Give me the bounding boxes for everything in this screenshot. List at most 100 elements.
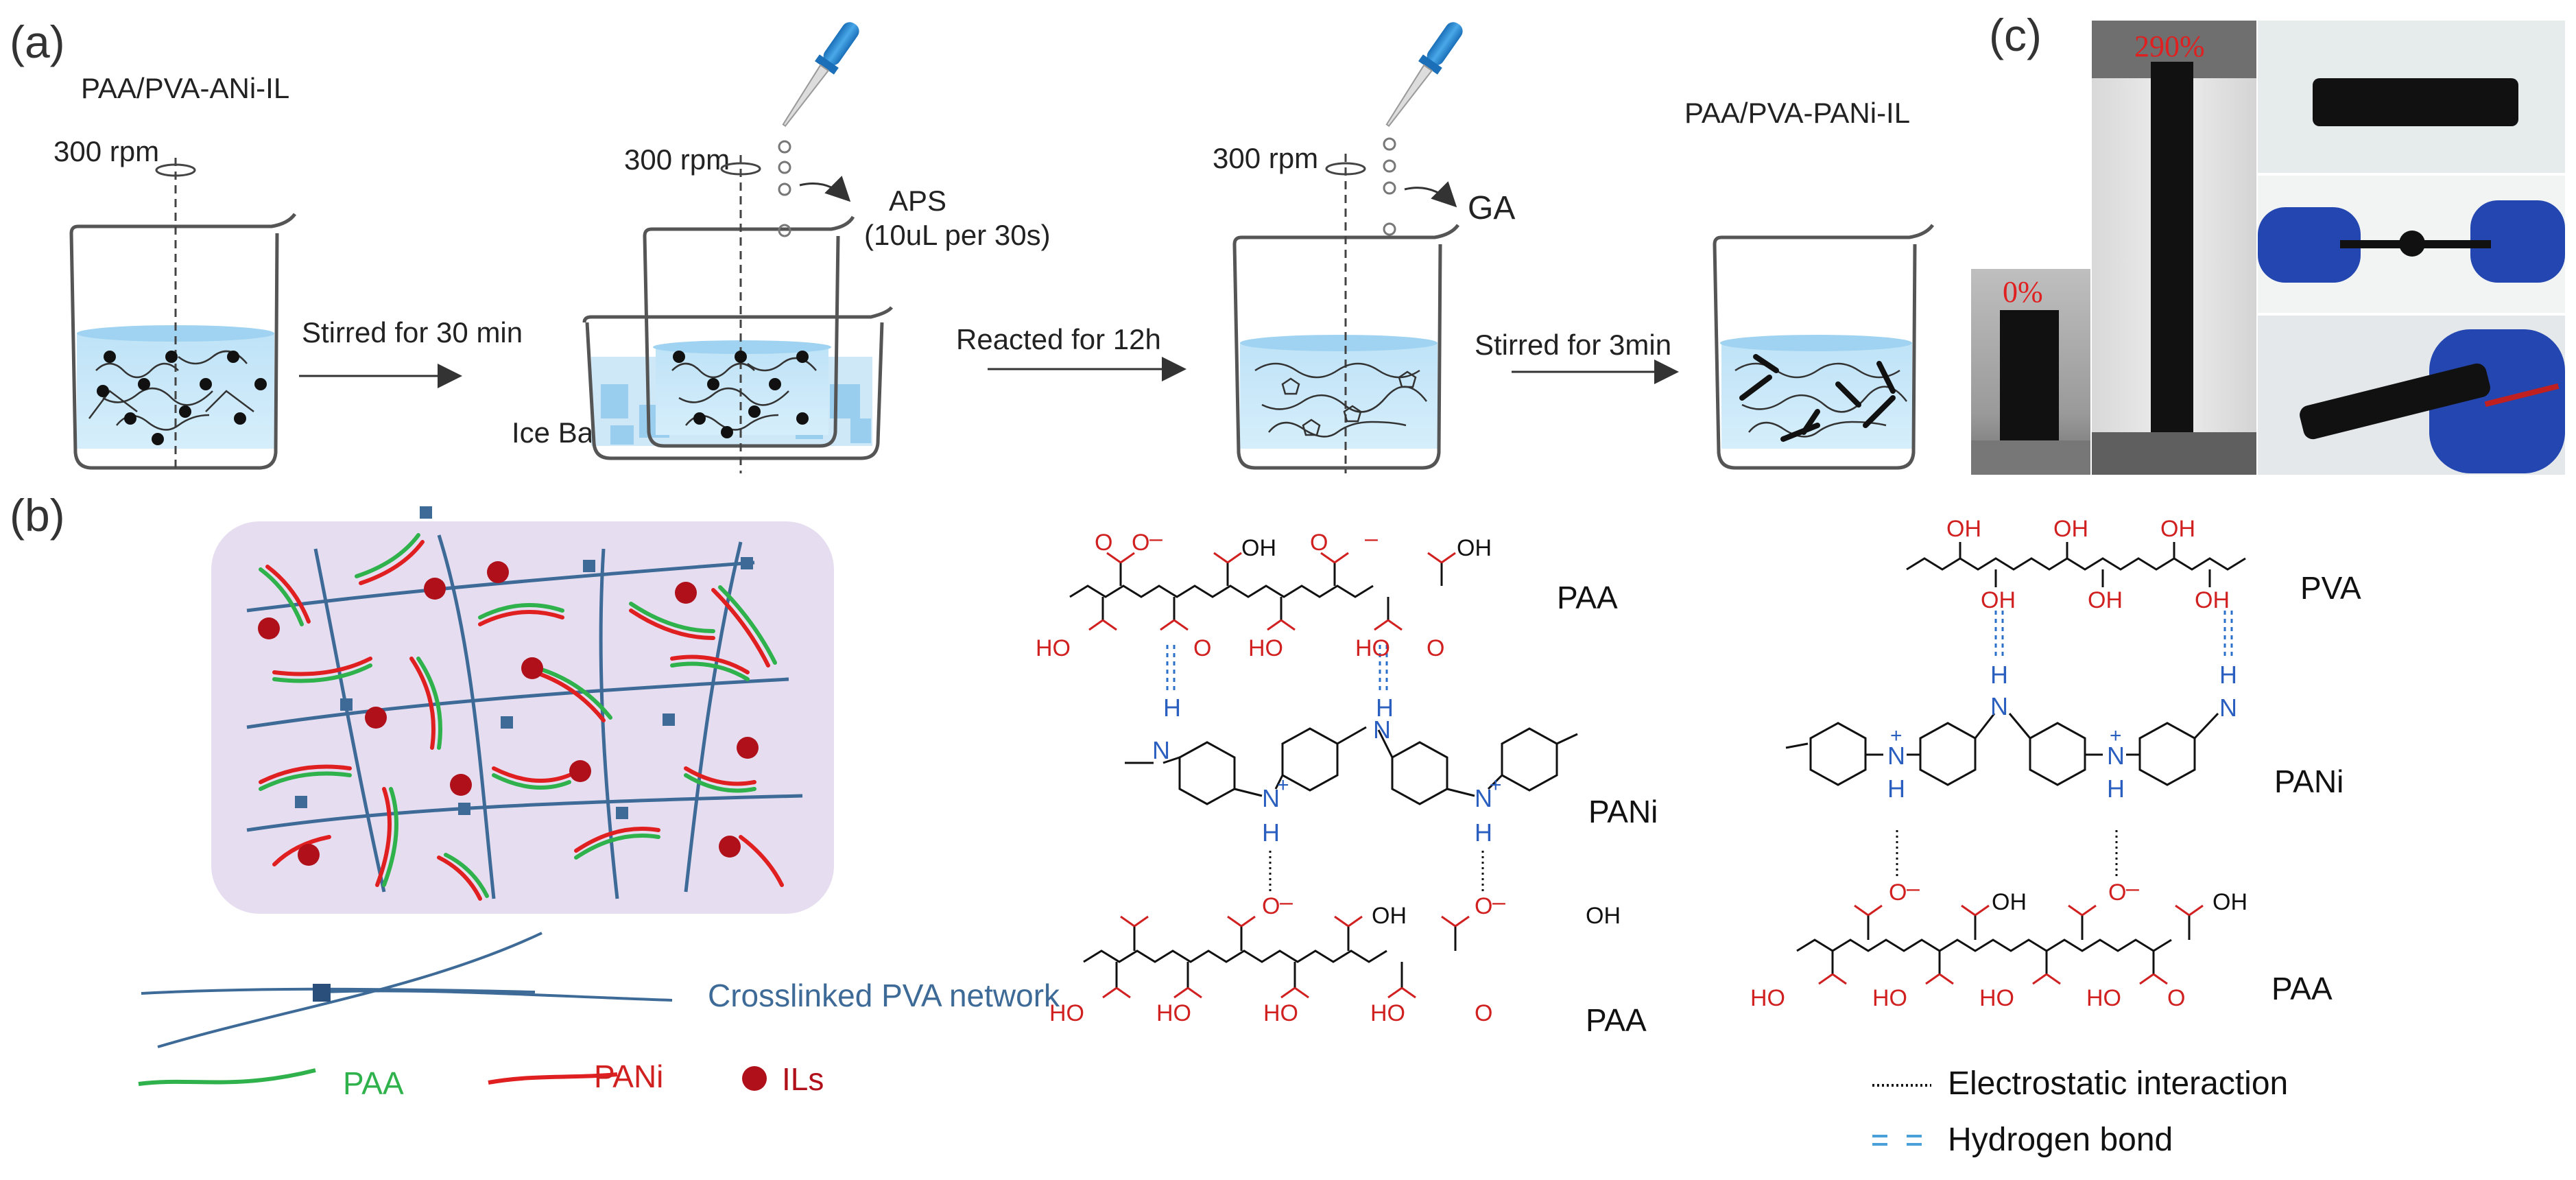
s1-top-oh1: OH (1241, 535, 1276, 561)
s1-label-top: PAA (1557, 580, 1618, 615)
s1-top-o3: O (1310, 530, 1328, 556)
s2-bot-ho1: HO (1750, 985, 1785, 1011)
s2-oh5: OH (2088, 587, 2123, 613)
panel-label-b: (b) (10, 490, 65, 541)
synthesis-scheme (69, 22, 1935, 473)
s2-h1: H (1990, 661, 2008, 689)
rpm-label-2: 300 rpm (624, 143, 730, 176)
s2-n3: N (1887, 742, 1905, 770)
s1-bot-o2: O (1475, 893, 1493, 919)
panel-label-c: (c) (1989, 10, 2042, 60)
legend-ils: ILs (782, 1061, 824, 1097)
key-hydrogen-bond: Hydrogen bond (1948, 1122, 2173, 1158)
s2-oh6: OH (2195, 587, 2230, 613)
s1-n4: N (1475, 784, 1492, 812)
s1-label-bottom: PAA (1586, 1002, 1647, 1038)
photo-knotted-gel (2258, 176, 2565, 313)
s2-label-bottom: PAA (2271, 971, 2333, 1006)
s1-bot-ho2: HO (1156, 1000, 1191, 1026)
rpm-label-3: 300 rpm (1213, 142, 1319, 174)
s1-h3: H (1262, 818, 1280, 847)
step3-label: Stirred for 3min (1475, 329, 1672, 361)
s2-h4: H (2107, 775, 2125, 803)
panel-label-a: (a) (10, 16, 65, 67)
s1-top-o5: O (1427, 635, 1445, 661)
beaker-2-ice-bath (582, 22, 893, 473)
s2-bot-ho4: HO (2086, 985, 2121, 1011)
s2-bot-minus2: – (2126, 875, 2139, 901)
s1-n2: N (1373, 716, 1391, 744)
s2-h2: H (2219, 661, 2237, 689)
s1-bot-minus2: – (1492, 889, 1505, 915)
s2-bot-o1: O (1889, 880, 1907, 906)
s1-plus1: + (1277, 774, 1289, 796)
s1-n1: N (1152, 736, 1170, 764)
aps-rate-label: (10uL per 30s) (864, 219, 1051, 251)
structure-2 (1785, 542, 2246, 985)
s1-top-o1: O (1095, 530, 1113, 556)
aps-label: APS (889, 185, 947, 217)
strain-290-label: 290% (2134, 30, 2205, 63)
s2-plus1: + (1890, 724, 1903, 747)
s1-top-ho1: HO (1036, 635, 1071, 661)
s1-h4: H (1475, 818, 1492, 847)
s2-oh3: OH (2160, 516, 2195, 542)
s2-bot-o2: O (2108, 880, 2127, 906)
legend (138, 932, 767, 1091)
s1-top-o4: O (1193, 635, 1212, 661)
legend-paa: PAA (343, 1065, 404, 1101)
photo-strain-0 (1971, 269, 2090, 475)
s2-plus2: + (2110, 724, 2122, 747)
s1-top-o2: O (1132, 530, 1150, 556)
ga-label: GA (1468, 190, 1516, 226)
s2-bot-oh1: OH (1992, 889, 2027, 915)
s1-top-minus1: – (1149, 526, 1162, 552)
beaker-3 (1232, 22, 1463, 473)
s1-bot-ho1: HO (1049, 1000, 1084, 1026)
s1-top-ho3: HO (1355, 635, 1390, 661)
hbond-key-line (1872, 1135, 1922, 1146)
s2-oh4: OH (1981, 587, 2016, 613)
beaker-1 (69, 158, 297, 473)
photo-hydrogel-strip (2258, 21, 2565, 173)
legend-pani: PANi (594, 1059, 664, 1094)
s2-n1: N (1990, 692, 2008, 720)
step1-label: Stirred for 30 min (302, 316, 523, 349)
s1-bot-ho3: HO (1263, 1000, 1298, 1026)
s2-oh1: OH (1946, 516, 1981, 542)
s1-bot-minus1: – (1280, 889, 1293, 915)
s2-label-top: PVA (2300, 570, 2361, 606)
key-electrostatic: Electrostatic interaction (1948, 1065, 2289, 1102)
s2-oh2: OH (2053, 516, 2088, 542)
s1-bot-o1: O (1262, 893, 1280, 919)
s2-bot-ho3: HO (1979, 985, 2014, 1011)
rpm-label-1: 300 rpm (53, 135, 160, 167)
s1-plus2: + (1490, 774, 1502, 796)
s1-bot-oh1: OH (1372, 903, 1407, 929)
s1-label-mid: PANi (1588, 794, 1658, 829)
s1-n-h2: H (1376, 694, 1394, 722)
s1-n-h1: H (1163, 694, 1181, 722)
s2-bot-o3: O (2167, 985, 2186, 1011)
strain-0-label: 0% (2003, 275, 2043, 309)
s2-bot-minus1: – (1907, 875, 1920, 901)
legend-network: Crosslinked PVA network (708, 978, 1060, 1013)
end-solution-label: PAA/PVA-PANi-IL (1684, 97, 1911, 129)
s2-n2: N (2219, 694, 2237, 722)
s2-bot-ho2: HO (1872, 985, 1907, 1011)
s1-top-oh2: OH (1457, 535, 1492, 561)
photo-wrapped-gel (2258, 316, 2565, 475)
s1-top-minus2: – (1365, 526, 1378, 552)
structure-1 (1069, 552, 1578, 999)
s1-n3: N (1262, 784, 1280, 812)
s2-n4: N (2107, 742, 2125, 770)
s2-label-mid: PANi (2274, 764, 2344, 799)
s1-bot-oh2: OH (1586, 903, 1621, 929)
s2-bot-oh2: OH (2213, 889, 2247, 915)
s2-h3: H (1887, 775, 1905, 803)
s1-top-ho2: HO (1248, 635, 1283, 661)
beaker-4 (1713, 224, 1935, 470)
start-solution-label: PAA/PVA-ANi-IL (81, 72, 290, 104)
